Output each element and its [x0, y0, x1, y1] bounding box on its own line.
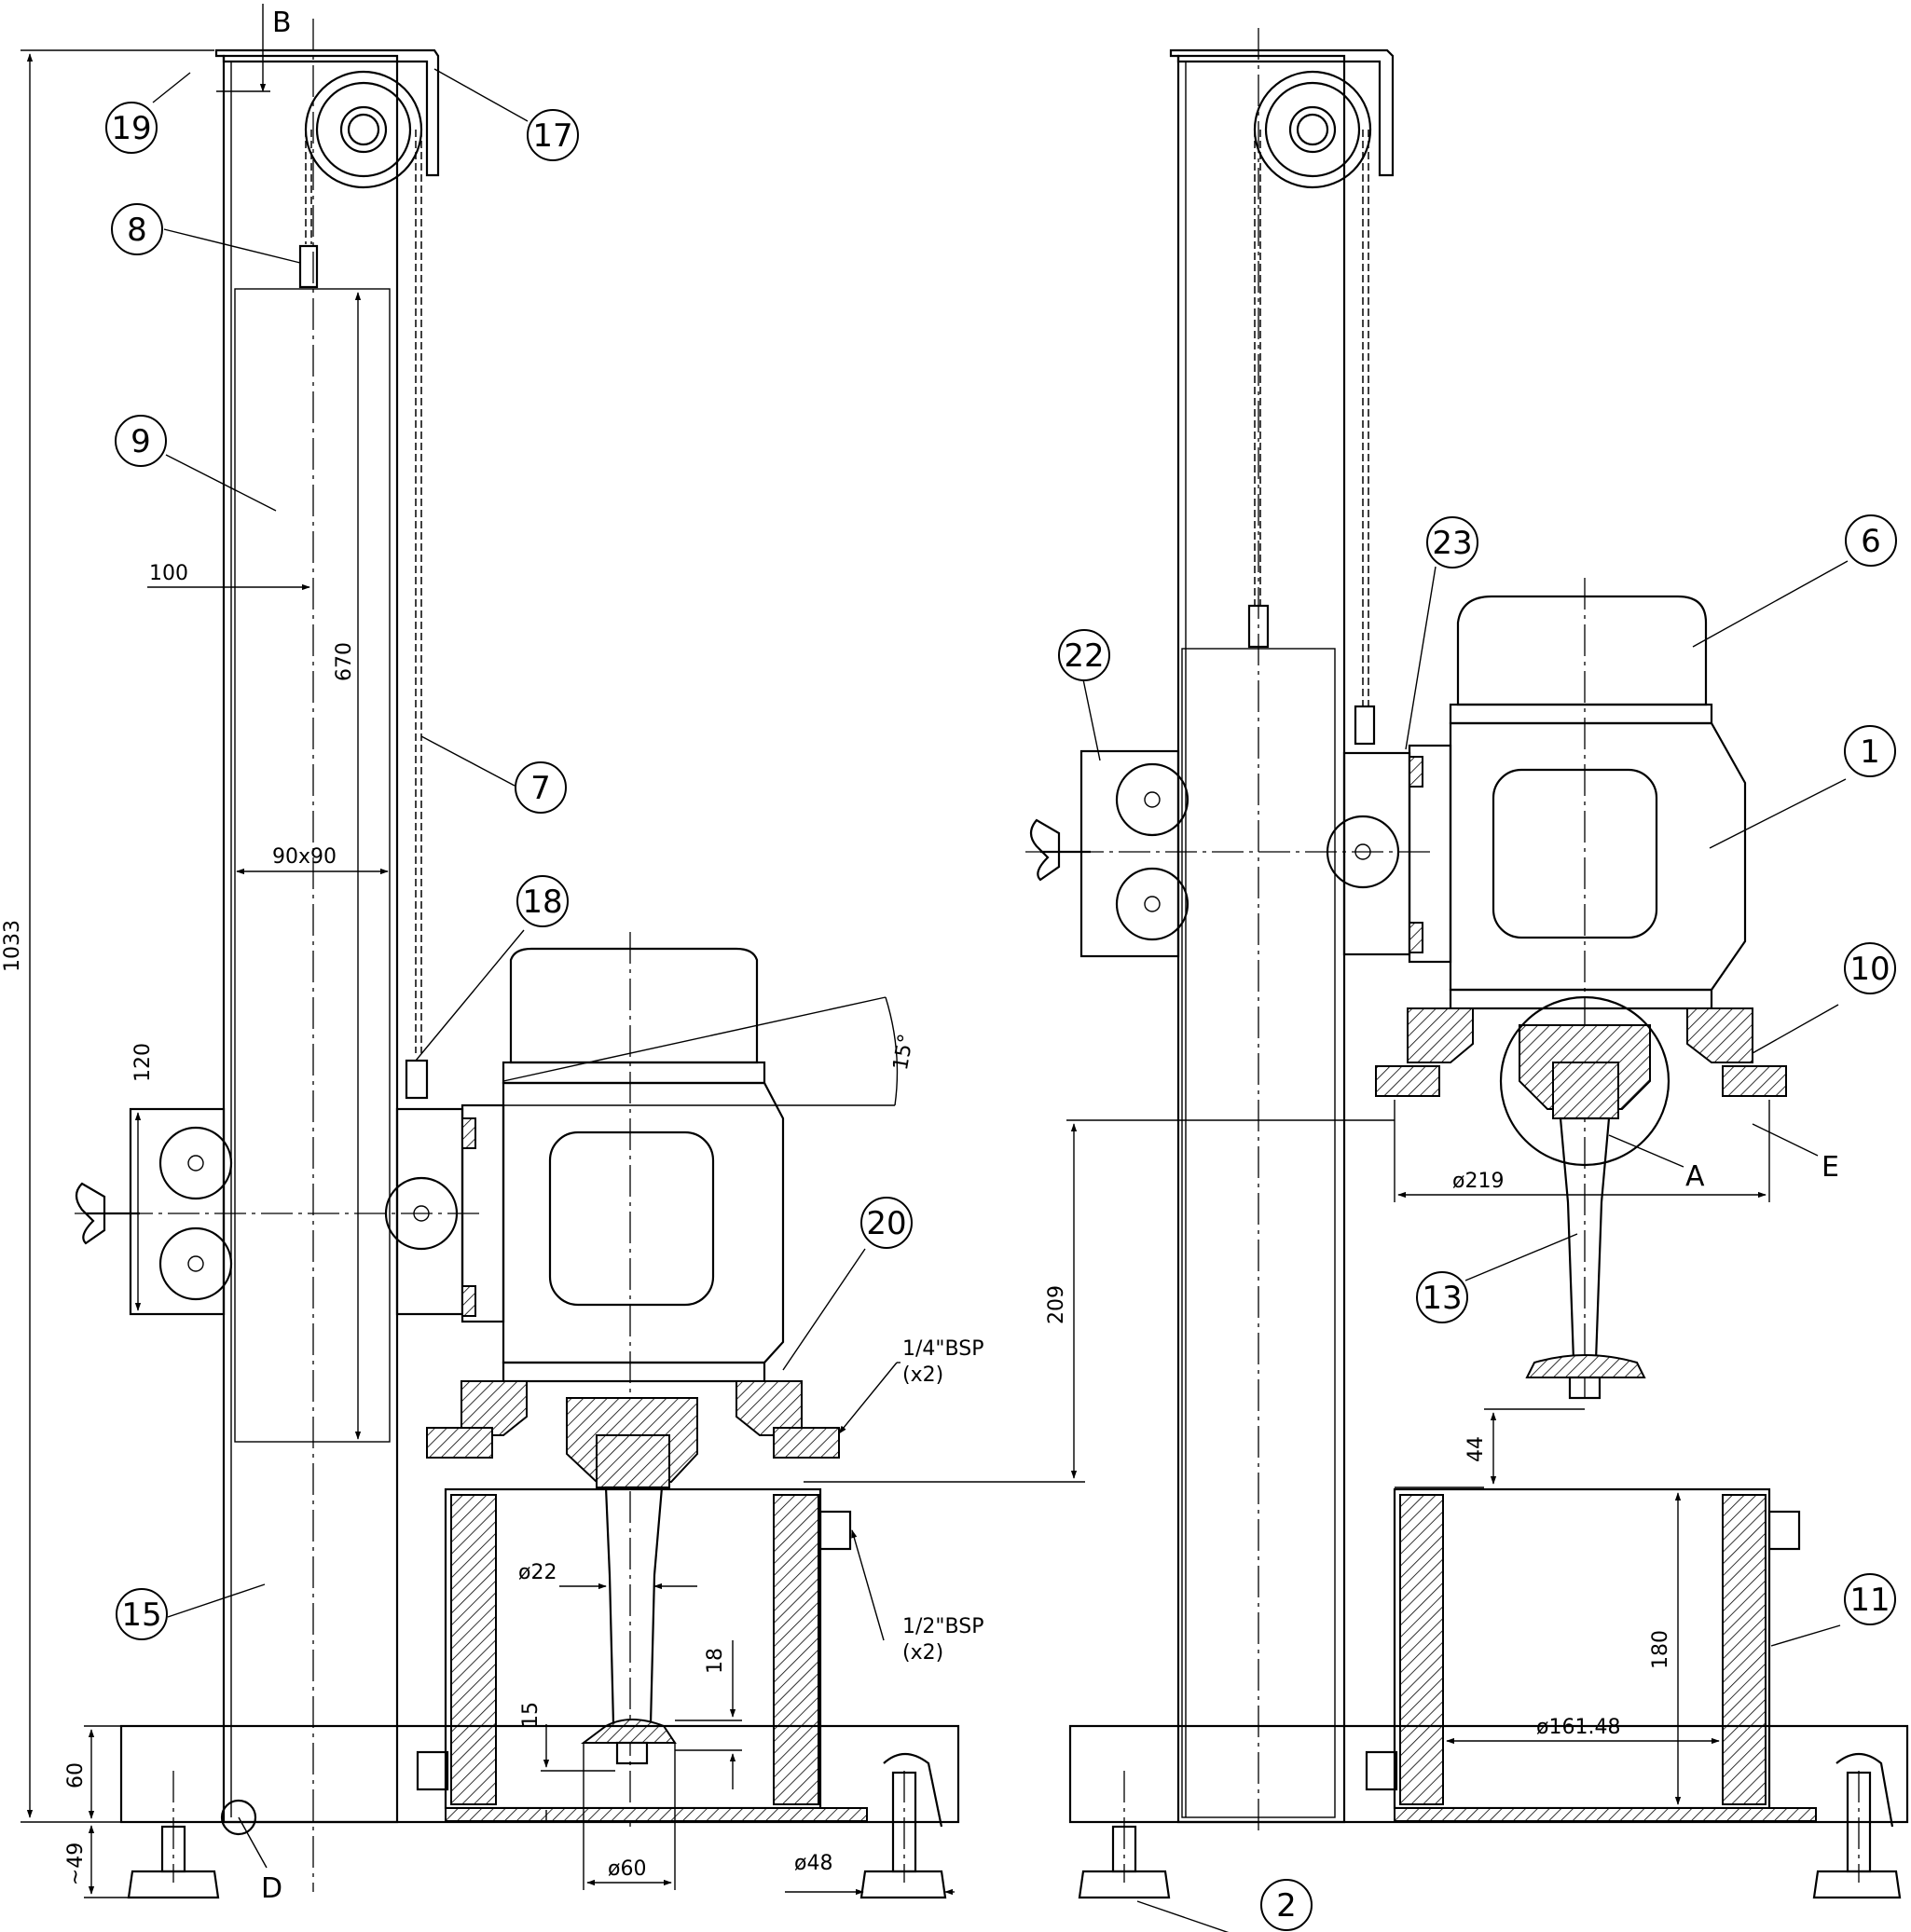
- balloon-17: 17: [527, 109, 579, 161]
- dim-base-height: 60: [64, 1762, 88, 1788]
- balloon-number: 23: [1432, 525, 1472, 562]
- dim-tilt-angle: 15°: [889, 1032, 918, 1072]
- balloon-layer: 19 17 8 9 7 18 20 15 22 23 6 1 10 13 11 2: [105, 102, 1897, 1931]
- balloon-9: 9: [115, 415, 167, 467]
- balloon-20: 20: [860, 1197, 913, 1249]
- note-port-quarter-qty: (x2): [902, 1363, 943, 1387]
- balloon-15: 15: [116, 1588, 168, 1640]
- balloon-1: 1: [1844, 725, 1896, 777]
- dim-overall-height: 1033: [1, 920, 24, 972]
- balloon-number: 19: [111, 110, 151, 147]
- note-port-half-qty: (x2): [902, 1641, 943, 1665]
- dim-vessel-depth: 180: [1649, 1630, 1672, 1669]
- dim-impeller-dia: ø60: [608, 1857, 646, 1881]
- balloon-circle: [111, 203, 163, 255]
- balloon-circle: [1426, 516, 1478, 569]
- balloon-18: 18: [516, 875, 569, 927]
- dim-shaft-dia: ø22: [518, 1561, 557, 1584]
- section-letters: B D A E: [216, 4, 1839, 1905]
- right-view: [1025, 28, 1909, 1899]
- balloon-number: 15: [121, 1596, 161, 1634]
- balloon-number: 8: [127, 212, 147, 249]
- dim-foot-height: ~49: [64, 1843, 88, 1885]
- balloon-number: 20: [866, 1205, 906, 1242]
- balloon-number: 13: [1422, 1280, 1462, 1317]
- balloon-circle: [1844, 725, 1896, 777]
- dim-impeller-height: 18: [704, 1648, 727, 1674]
- balloon-2: 2: [1260, 1879, 1313, 1931]
- dim-clamp-height: 120: [131, 1043, 155, 1082]
- dimensions: 1033 100 670 90x90 120 15° 209 ø219 ø22: [1, 49, 1770, 1898]
- balloon-circle: [115, 415, 167, 467]
- dim-vessel-dia: ø161.48: [1536, 1716, 1620, 1739]
- dim-bottom-gap: 15: [519, 1702, 543, 1728]
- balloon-circle: [1260, 1879, 1313, 1931]
- section-letter-e: E: [1822, 1151, 1839, 1184]
- balloon-circle: [860, 1197, 913, 1249]
- balloon-circle: [1845, 514, 1897, 567]
- notes: 1/4"BSP (x2) 1/2"BSP (x2): [838, 1337, 983, 1665]
- balloon-leaders: [152, 68, 1849, 1932]
- balloon-number: 17: [532, 117, 572, 155]
- balloon-number: 22: [1064, 637, 1104, 675]
- balloon-circle: [515, 761, 567, 814]
- note-port-quarter: 1/4"BSP: [902, 1337, 983, 1361]
- balloon-6: 6: [1845, 514, 1897, 567]
- section-letter-d: D: [261, 1872, 282, 1905]
- balloon-circle: [1058, 629, 1110, 681]
- balloon-circle: [116, 1588, 168, 1640]
- balloon-number: 7: [530, 770, 551, 807]
- balloon-22: 22: [1058, 629, 1110, 681]
- balloon-number: 11: [1849, 1582, 1890, 1619]
- dim-column-length: 670: [333, 642, 356, 681]
- balloon-7: 7: [515, 761, 567, 814]
- balloon-number: 18: [522, 884, 562, 921]
- balloon-19: 19: [105, 102, 158, 154]
- note-port-half: 1/2"BSP: [902, 1615, 983, 1638]
- balloon-number: 2: [1276, 1887, 1297, 1925]
- balloon-circle: [1844, 1573, 1896, 1625]
- balloon-8: 8: [111, 203, 163, 255]
- dim-column-offset: 100: [149, 562, 188, 585]
- left-view: [75, 19, 960, 1899]
- balloon-circle: [1416, 1271, 1468, 1323]
- balloon-number: 9: [131, 423, 151, 460]
- balloon-circle: [527, 109, 579, 161]
- balloon-number: 6: [1861, 523, 1881, 560]
- balloon-circle: [105, 102, 158, 154]
- dim-stroke: 209: [1045, 1285, 1068, 1324]
- balloon-13: 13: [1416, 1271, 1468, 1323]
- balloon-10: 10: [1844, 942, 1896, 994]
- balloon-number: 10: [1849, 951, 1890, 988]
- balloon-circle: [516, 875, 569, 927]
- dim-clearance: 44: [1464, 1436, 1488, 1462]
- balloon-number: 1: [1860, 733, 1880, 771]
- dim-column-section: 90x90: [272, 845, 337, 869]
- balloon-circle: [1844, 942, 1896, 994]
- balloon-23: 23: [1426, 516, 1478, 569]
- dim-foot-dia: ø48: [794, 1852, 832, 1875]
- balloon-11: 11: [1844, 1573, 1896, 1625]
- section-letter-a: A: [1685, 1160, 1705, 1193]
- dim-flange-dia: ø219: [1452, 1170, 1504, 1193]
- section-letter-b: B: [272, 7, 292, 39]
